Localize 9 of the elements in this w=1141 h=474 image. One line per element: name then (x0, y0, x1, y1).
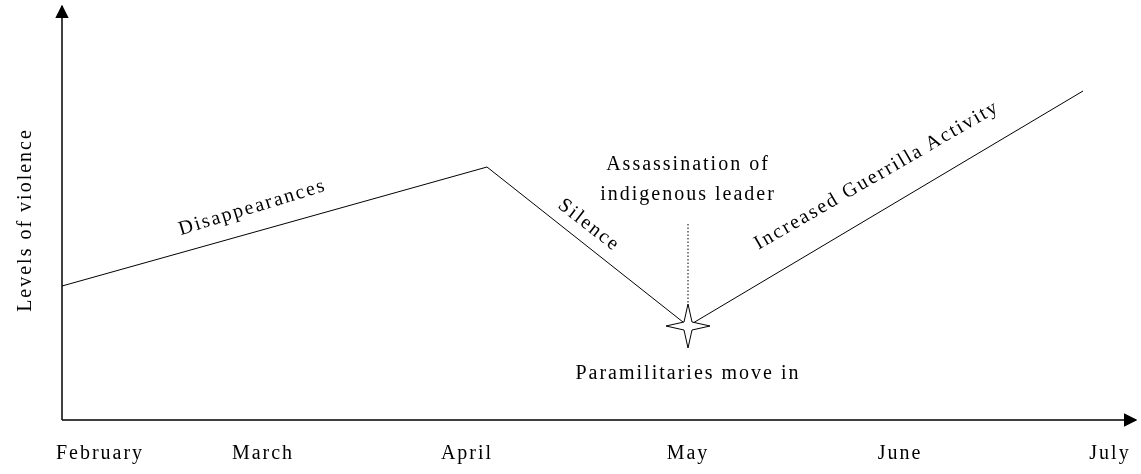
axis-tick-label: July (1089, 440, 1131, 464)
axis-tick-label: June (877, 440, 923, 464)
axis-title: Levels of violence (12, 128, 36, 312)
axis-tick-label: May (666, 440, 710, 464)
axis-tick-label: March (231, 440, 295, 464)
leader-line (687, 223, 689, 305)
axis-tick-label: April (440, 440, 494, 464)
event-label: Paramilitaries move in (575, 360, 801, 384)
axis-tick-label: February (55, 440, 145, 464)
